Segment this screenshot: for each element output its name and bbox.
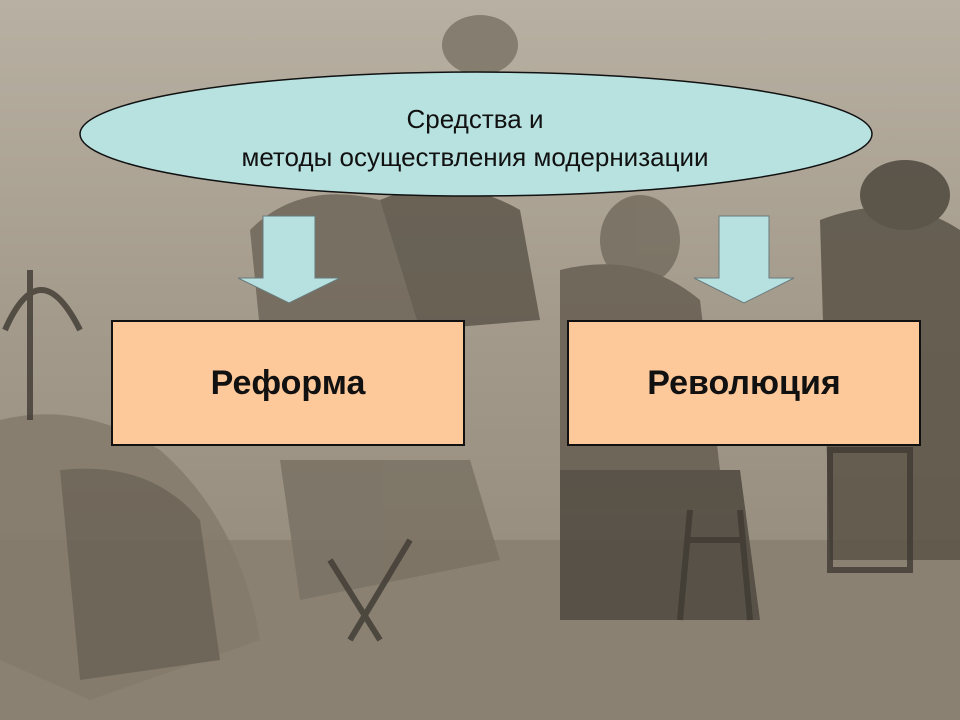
title-line-1: Средства и <box>160 100 790 138</box>
title-line-2: методы осуществления модернизации <box>160 138 790 176</box>
reform-box: Реформа <box>111 320 465 446</box>
revolution-box: Революция <box>567 320 921 446</box>
